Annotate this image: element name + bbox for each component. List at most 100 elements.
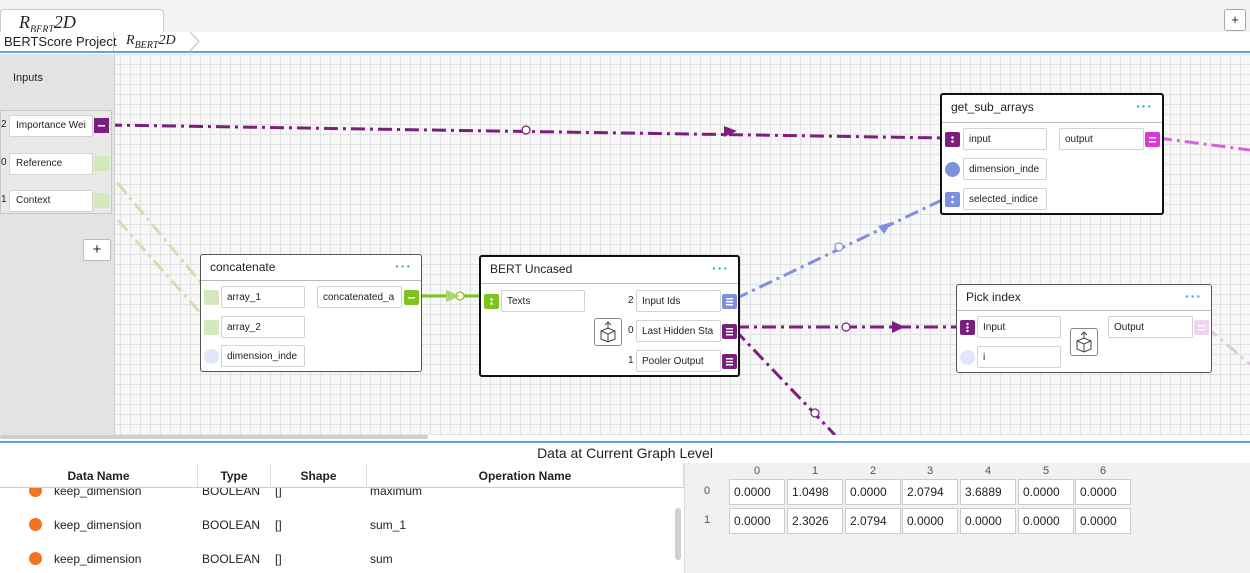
input-field[interactable]: dimension_inde: [221, 345, 305, 367]
operation-cell: sum: [370, 552, 393, 566]
breadcrumb-project[interactable]: BERTScore Project: [4, 34, 117, 49]
column-header[interactable]: Type: [198, 463, 271, 488]
input-field[interactable]: selected_indice: [963, 188, 1047, 210]
graph-canvas[interactable]: Inputs 2 Importance Wei 0 Reference 1 Co…: [0, 54, 1250, 435]
column-header[interactable]: Shape: [271, 463, 367, 488]
input-label[interactable]: Importance Wei: [9, 115, 93, 137]
port-icon[interactable]: [722, 354, 737, 369]
input-field[interactable]: i: [977, 346, 1061, 368]
node-menu-icon[interactable]: ···: [1185, 288, 1202, 304]
input-field[interactable]: array_1: [221, 286, 305, 308]
package-icon[interactable]: [594, 318, 622, 346]
input-item-importance[interactable]: 2 Importance Wei: [1, 115, 113, 137]
port-icon[interactable]: [945, 162, 960, 177]
port-icon[interactable]: [722, 294, 737, 309]
node-title: get_sub_arrays: [951, 100, 1034, 114]
type-cell: BOOLEAN: [202, 552, 261, 566]
port-icon[interactable]: [484, 294, 499, 309]
input-field[interactable]: Input: [977, 316, 1061, 338]
input-label[interactable]: Context: [9, 190, 93, 212]
input-label[interactable]: Reference: [9, 153, 93, 175]
node-menu-icon[interactable]: ···: [712, 260, 729, 276]
table-vertical-scrollbar[interactable]: [675, 508, 681, 560]
matrix-cell[interactable]: 0.0000: [1075, 508, 1131, 534]
output-field[interactable]: Pooler Output: [636, 350, 721, 372]
port-icon[interactable]: [960, 350, 975, 365]
matrix-cell[interactable]: 0.0000: [845, 479, 901, 505]
edge-midpoint: [841, 322, 851, 332]
input-field[interactable]: dimension_inde: [963, 158, 1047, 180]
matrix-cell[interactable]: 1.0498: [787, 479, 843, 505]
breadcrumb-current[interactable]: RBERT2D: [126, 33, 176, 51]
port-icon[interactable]: [94, 118, 109, 133]
canvas-horizontal-scrollbar[interactable]: [0, 435, 428, 439]
node-menu-icon[interactable]: ···: [1136, 98, 1153, 114]
output-field[interactable]: Input Ids: [636, 290, 721, 312]
edge-importance-to-input: [107, 123, 947, 140]
port-icon[interactable]: [1145, 132, 1160, 147]
matrix-cell[interactable]: 2.3026: [787, 508, 843, 534]
matrix-cell[interactable]: 0.0000: [1018, 479, 1074, 505]
matrix-cell[interactable]: 0.0000: [902, 508, 958, 534]
port-icon[interactable]: [722, 324, 737, 339]
breadcrumb-separator: [113, 32, 114, 51]
port-icon[interactable]: [1194, 320, 1209, 335]
port-icon[interactable]: [960, 320, 975, 335]
matrix-cell[interactable]: 2.0794: [902, 479, 958, 505]
column-header[interactable]: Operation Name: [367, 463, 684, 488]
input-index: 2: [1, 119, 7, 130]
add-tab-button[interactable]: +: [1224, 9, 1246, 31]
input-item-context[interactable]: 1 Context: [1, 190, 113, 212]
inputs-panel: Inputs 2 Importance Wei 0 Reference 1 Co…: [0, 54, 115, 435]
port-icon[interactable]: [404, 290, 419, 305]
node-bert-uncased[interactable]: BERT Uncased ··· Texts 2 Input Ids 0 Las…: [479, 255, 740, 377]
node-header[interactable]: concatenate ···: [201, 255, 421, 281]
data-name-cell: keep_dimension: [54, 552, 142, 566]
output-field[interactable]: concatenated_a: [317, 286, 402, 308]
matrix-cell[interactable]: 0.0000: [1018, 508, 1074, 534]
matrix-cell[interactable]: 0.0000: [729, 508, 785, 534]
edge-midpoint: [810, 408, 820, 418]
column-header[interactable]: Data Name: [0, 463, 198, 488]
node-header[interactable]: BERT Uncased ···: [481, 257, 738, 284]
node-title: concatenate: [210, 260, 276, 274]
node-pick-index[interactable]: Pick index ··· Input i Output: [956, 284, 1212, 373]
table-row[interactable]: keep_dimension BOOLEAN [] sum_1: [0, 513, 670, 535]
value-matrix: 0 1 2 3 4 5 6 0 1 0.0000 1.0498 0.0000 2…: [684, 463, 1250, 573]
node-get-sub-arrays[interactable]: get_sub_arrays ··· input dimension_inde …: [940, 93, 1164, 215]
table-row[interactable]: keep_dimension BOOLEAN [] sum: [0, 547, 670, 569]
port-icon[interactable]: [945, 132, 960, 147]
package-icon[interactable]: [1070, 328, 1098, 356]
matrix-cell[interactable]: 2.0794: [845, 508, 901, 534]
add-input-button[interactable]: +: [83, 239, 111, 261]
node-header[interactable]: get_sub_arrays ···: [942, 95, 1162, 123]
input-field[interactable]: Texts: [501, 290, 585, 312]
matrix-column-header: 4: [984, 465, 992, 477]
input-field[interactable]: input: [963, 128, 1047, 150]
node-concatenate[interactable]: concatenate ··· array_1 array_2 dimensio…: [200, 254, 422, 372]
port-icon[interactable]: [204, 320, 219, 335]
input-index: 0: [1, 157, 7, 168]
port-icon[interactable]: [204, 349, 219, 364]
graph-tab[interactable]: RBERT2D: [0, 9, 164, 36]
port-icon[interactable]: [204, 290, 219, 305]
output-field[interactable]: Output: [1108, 316, 1193, 338]
input-field[interactable]: array_2: [221, 316, 305, 338]
edge-arrow: [446, 290, 460, 302]
edge-arrow: [878, 222, 892, 234]
data-table: Data Name Type Shape Operation Name keep…: [0, 463, 684, 573]
port-icon[interactable]: [94, 193, 109, 208]
port-icon[interactable]: [94, 156, 109, 171]
output-field[interactable]: output: [1059, 128, 1144, 150]
matrix-cell[interactable]: 0.0000: [1075, 479, 1131, 505]
matrix-cell[interactable]: 0.0000: [729, 479, 785, 505]
matrix-row-header: 0: [704, 485, 711, 497]
node-header[interactable]: Pick index ···: [957, 285, 1211, 311]
output-index: 1: [628, 355, 634, 366]
port-icon[interactable]: [945, 192, 960, 207]
matrix-cell[interactable]: 3.6889: [960, 479, 1016, 505]
node-menu-icon[interactable]: ···: [395, 258, 412, 274]
matrix-cell[interactable]: 0.0000: [960, 508, 1016, 534]
output-field[interactable]: Last Hidden Sta: [636, 320, 721, 342]
input-item-reference[interactable]: 0 Reference: [1, 153, 113, 175]
